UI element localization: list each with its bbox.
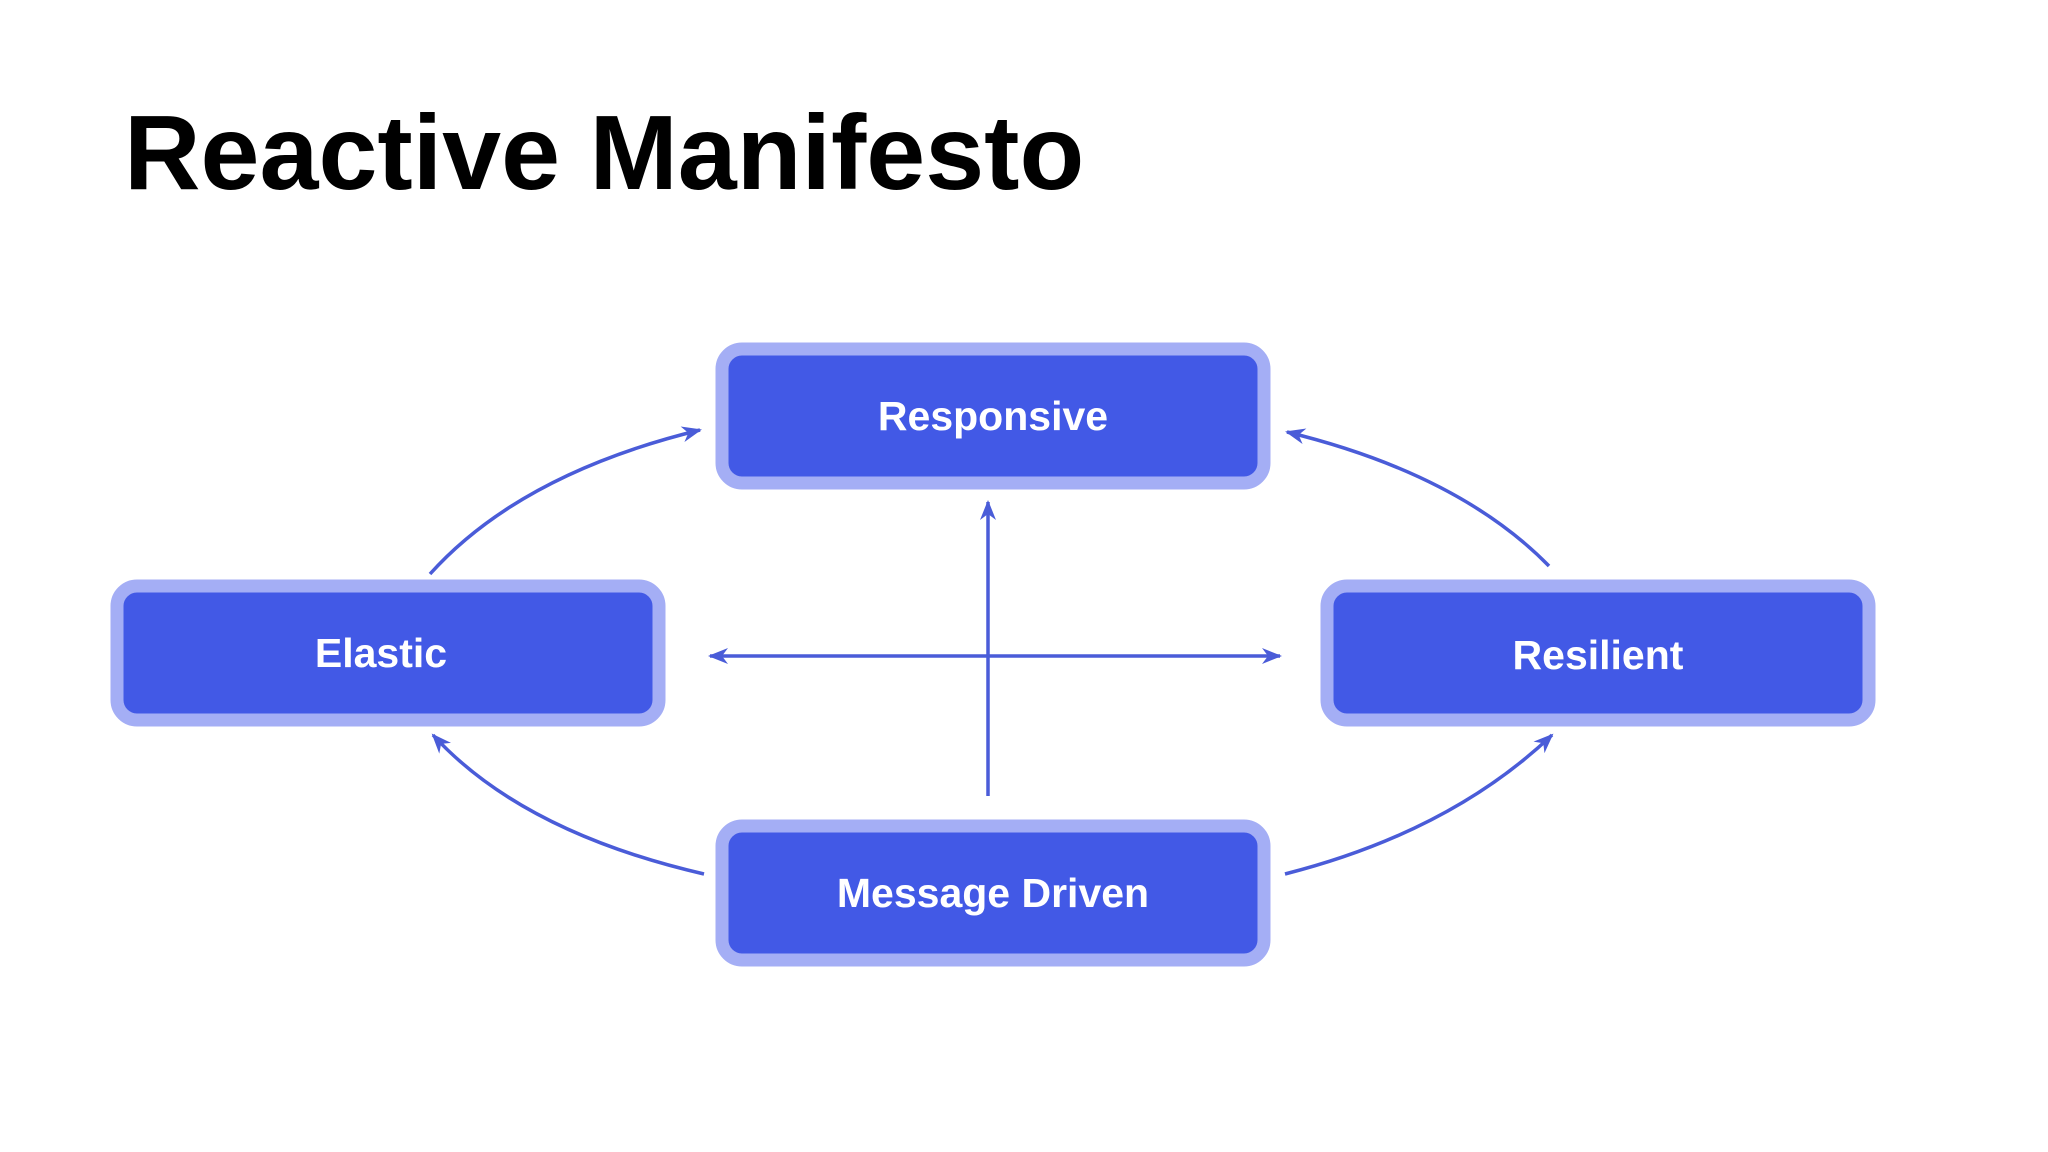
node-message-driven-label: Message Driven (837, 870, 1149, 916)
arrow-message-driven-to-elastic (431, 733, 705, 876)
page-title: Reactive Manifesto (124, 94, 1085, 212)
arrow-resilient-to-responsive (1285, 428, 1551, 568)
node-message-driven: Message Driven (715, 819, 1271, 967)
node-elastic: Elastic (110, 579, 666, 727)
arrow-message-driven-to-resilient (1284, 733, 1554, 876)
node-resilient-label: Resilient (1513, 632, 1684, 678)
node-resilient: Resilient (1320, 579, 1876, 727)
node-responsive-label: Responsive (878, 393, 1108, 439)
node-responsive: Responsive (715, 342, 1271, 490)
arrow-elastic-to-responsive (428, 426, 702, 576)
node-elastic-label: Elastic (315, 630, 447, 676)
